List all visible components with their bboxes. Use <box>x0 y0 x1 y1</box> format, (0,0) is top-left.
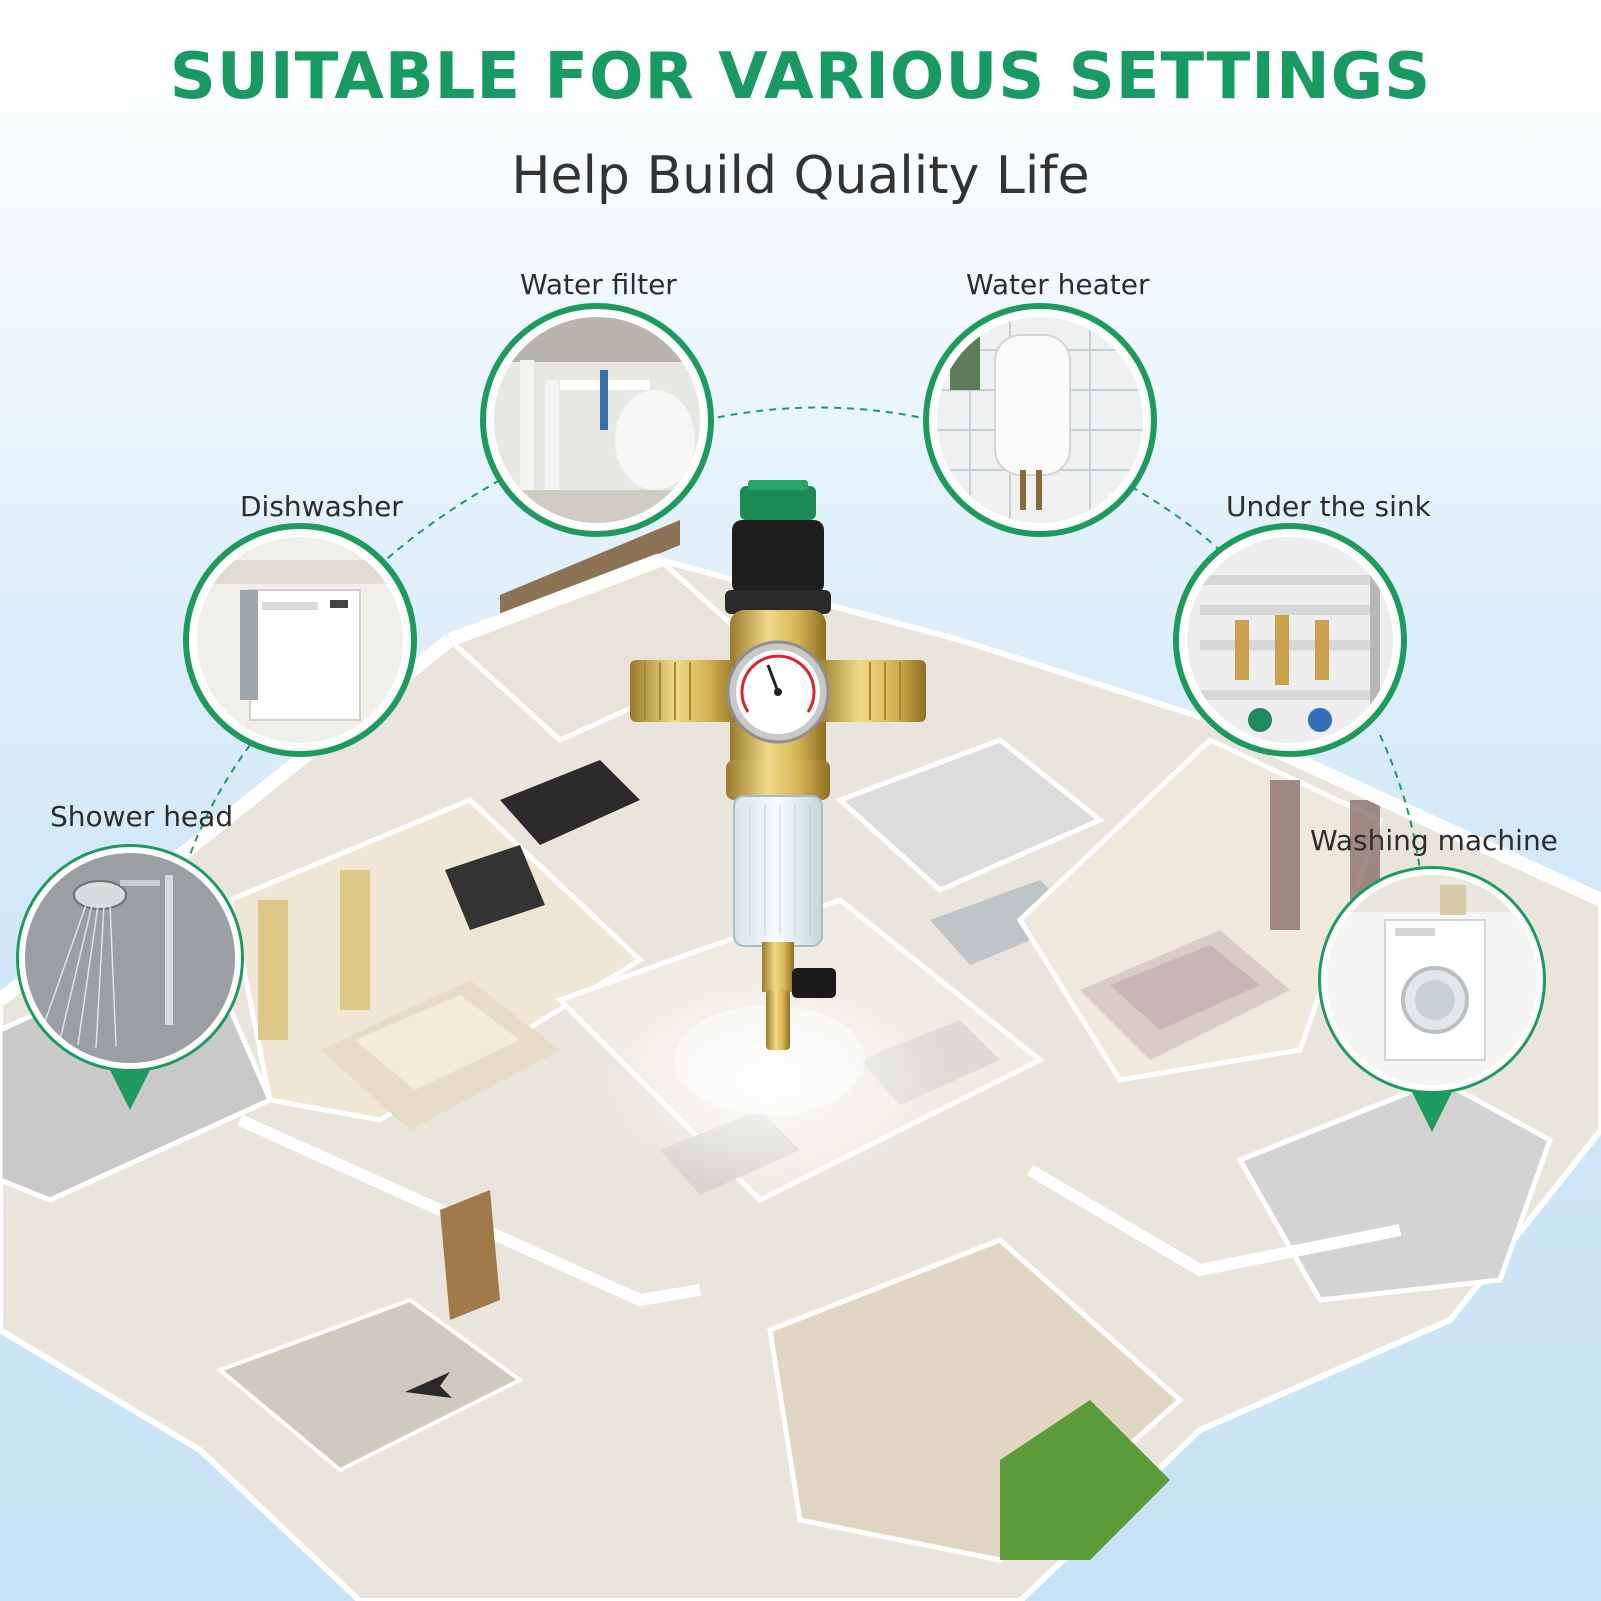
filter-product <box>630 480 926 1050</box>
label-water-heater: Water heater <box>966 268 1150 301</box>
floor-plan-illustration <box>0 520 1601 1601</box>
label-shower-head: Shower head <box>50 800 234 833</box>
dishwasher-photo <box>183 523 417 757</box>
page-subtitle: Help Build Quality Life <box>511 146 1090 206</box>
page-title: SUITABLE FOR VARIOUS SETTINGS <box>169 40 1432 114</box>
water-heater-photo <box>923 303 1157 537</box>
shower-head-photo <box>16 844 244 1110</box>
label-dishwasher: Dishwasher <box>240 490 403 523</box>
label-under-the-sink: Under the sink <box>1226 490 1431 523</box>
water-filter-photo <box>480 303 714 537</box>
label-water-filter: Water filter <box>520 268 677 301</box>
washing-machine-photo <box>1318 866 1546 1132</box>
label-washing-machine: Washing machine <box>1310 824 1558 857</box>
under-sink-photo <box>1173 523 1407 757</box>
